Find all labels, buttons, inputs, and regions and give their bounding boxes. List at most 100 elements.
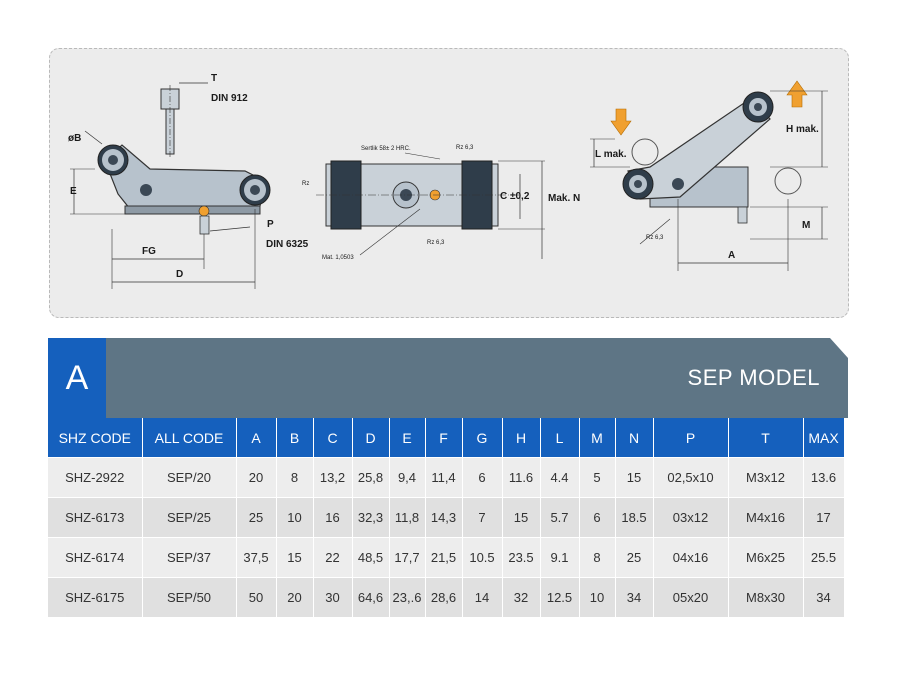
table-cell: 20 <box>276 577 314 617</box>
label-rz-bottom: Rz 6,3 <box>427 240 445 246</box>
table-cell: 50 <box>236 577 277 617</box>
table-cell: 25.5 <box>803 537 845 578</box>
table-cell: 11,8 <box>389 497 426 538</box>
column-header: T <box>728 418 804 458</box>
table-cell: SEP/20 <box>142 457 237 498</box>
label-C: C ±0,2 <box>500 191 530 202</box>
table-cell: 34 <box>615 577 654 617</box>
label-rz-right: Rz 6,3 <box>646 235 664 241</box>
table-cell: 18.5 <box>615 497 654 538</box>
table-cell: 15 <box>502 497 541 538</box>
table-cell: 11,4 <box>425 457 463 498</box>
table-cell: 10 <box>579 577 616 617</box>
label-D: D <box>176 269 183 280</box>
table-cell: 14 <box>462 577 503 617</box>
banner-letter-box <box>48 338 106 418</box>
table-cell: SHZ-6173 <box>48 497 143 538</box>
label-makN: Mak. N <box>548 193 580 204</box>
banner-background <box>106 338 848 418</box>
table-cell: 6 <box>462 457 503 498</box>
table-cell: SHZ-6174 <box>48 537 143 578</box>
down-arrow-icon <box>610 108 632 136</box>
up-arrow-icon <box>786 80 808 108</box>
label-din912: DIN 912 <box>211 93 248 104</box>
column-header: A <box>236 418 277 458</box>
table-cell: 15 <box>276 537 314 578</box>
table-cell: 8 <box>276 457 314 498</box>
table-cell: 22 <box>313 537 353 578</box>
label-E: E <box>70 186 77 197</box>
column-header: C <box>313 418 353 458</box>
operation-view-drawing: L mak. H mak. M A Rz 6,3 <box>590 80 828 271</box>
column-header: E <box>389 418 426 458</box>
table-cell: SHZ-2922 <box>48 457 143 498</box>
column-header: G <box>462 418 503 458</box>
table-cell: SEP/37 <box>142 537 237 578</box>
table-cell: 25 <box>236 497 277 538</box>
table-cell: 4.4 <box>540 457 580 498</box>
table-cell: 11.6 <box>502 457 541 498</box>
side-view-drawing: T DIN 912 øB E FG D P DIN 6325 <box>68 73 309 289</box>
column-header: P <box>653 418 729 458</box>
table-cell: 64,6 <box>352 577 390 617</box>
table-cell: 14,3 <box>425 497 463 538</box>
column-header: N <box>615 418 654 458</box>
section-letter: A <box>65 358 89 397</box>
table-cell: 8 <box>579 537 616 578</box>
label-rz-side: Rz <box>302 181 309 187</box>
table-cell: 16 <box>313 497 353 538</box>
column-header: SHZ CODE <box>48 418 143 458</box>
table-cell: 48,5 <box>352 537 390 578</box>
table-cell: 5.7 <box>540 497 580 538</box>
table-cell: 03x12 <box>653 497 729 538</box>
table-cell: M8x30 <box>728 577 804 617</box>
table-cell: 28,6 <box>425 577 463 617</box>
column-header: F <box>425 418 463 458</box>
table-cell: 30 <box>313 577 353 617</box>
table-cell: 10.5 <box>462 537 503 578</box>
clamp-body <box>104 144 266 213</box>
table-cell: 23.5 <box>502 537 541 578</box>
label-phiB: øB <box>68 133 81 144</box>
table-cell: 12.5 <box>540 577 580 617</box>
table-cell: 37,5 <box>236 537 277 578</box>
column-header: B <box>276 418 314 458</box>
table-cell: 7 <box>462 497 503 538</box>
table-cell: SEP/50 <box>142 577 237 617</box>
label-sertlik: Sertlik 58± 2 HRC. <box>361 146 411 152</box>
label-din6325: DIN 6325 <box>266 239 309 250</box>
table-cell: 17 <box>803 497 845 538</box>
table-cell: 21,5 <box>425 537 463 578</box>
label-material: Mat. 1,0503 <box>322 255 354 261</box>
label-M: M <box>802 220 810 231</box>
table-cell: 9,4 <box>389 457 426 498</box>
label-FG: FG <box>142 246 156 257</box>
table-cell: 32 <box>502 577 541 617</box>
table-cell: M6x25 <box>728 537 804 578</box>
model-title: SEP MODEL <box>687 365 820 390</box>
table-cell: M4x16 <box>728 497 804 538</box>
table-cell: 23,.6 <box>389 577 426 617</box>
column-header: MAX <box>803 418 845 458</box>
table-cell: 10 <box>276 497 314 538</box>
table-cell: SEP/25 <box>142 497 237 538</box>
table-cell: SHZ-6175 <box>48 577 143 617</box>
table-cell: 5 <box>579 457 616 498</box>
table-cell: 02,5x10 <box>653 457 729 498</box>
table-cell: M3x12 <box>728 457 804 498</box>
label-T: T <box>211 73 217 84</box>
label-P: P <box>267 219 274 230</box>
column-header: L <box>540 418 580 458</box>
label-Hmak: H mak. <box>786 124 819 135</box>
column-header: M <box>579 418 616 458</box>
technical-drawing-panel: T DIN 912 øB E FG D P DIN 6325 Sertlik 5… <box>49 48 849 318</box>
label-A: A <box>728 250 735 261</box>
table-cell: 13,2 <box>313 457 353 498</box>
dowel-pin <box>198 205 210 217</box>
model-banner: A SEP MODEL <box>48 338 848 418</box>
table-cell: 05x20 <box>653 577 729 617</box>
